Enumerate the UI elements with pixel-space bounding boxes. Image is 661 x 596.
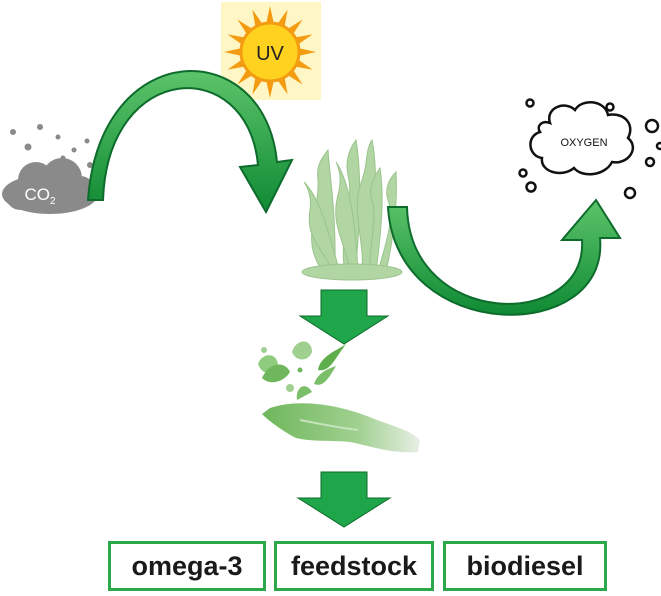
product-label: feedstock [290, 550, 418, 581]
sun-ray [296, 60, 313, 70]
sun-ray [224, 48, 241, 56]
sun-ray [227, 34, 244, 44]
product-box-biodiesel: biodiesel [443, 541, 607, 591]
down-arrow-2 [296, 471, 392, 528]
seaweed-icon [301, 138, 403, 281]
sun-ray [296, 34, 313, 44]
sun-ray [237, 19, 252, 34]
sun-ray [288, 70, 303, 85]
product-box-omega-3: omega-3 [108, 541, 266, 591]
hand-splash-icon [258, 341, 420, 453]
oxygen-label: OXYGEN [560, 137, 607, 149]
product-box-feedstock: feedstock [274, 541, 434, 591]
oxygen-cloud-icon: OXYGEN [518, 98, 661, 200]
sun-ray [227, 60, 244, 70]
co2-cloud-icon: CO2 [2, 124, 98, 214]
sun-ray [278, 78, 288, 95]
down-arrow-1 [298, 289, 390, 345]
product-label: biodiesel [466, 550, 584, 581]
product-label: omega-3 [131, 550, 243, 581]
uv-label: UV [256, 43, 284, 65]
sun-ray [252, 9, 262, 26]
sun-ray [266, 81, 274, 98]
sun-ray [252, 78, 262, 95]
algae-to-oxygen-arrow [386, 198, 622, 316]
sun-ray [266, 6, 274, 23]
sun-ray [278, 9, 288, 26]
sun-ray [237, 70, 252, 85]
co2-to-algae-arrow [86, 70, 294, 215]
co2-label: CO2 [24, 185, 56, 207]
sun-ray [288, 19, 303, 34]
sun-ray [299, 48, 316, 56]
sun-icon: UV [221, 2, 321, 100]
